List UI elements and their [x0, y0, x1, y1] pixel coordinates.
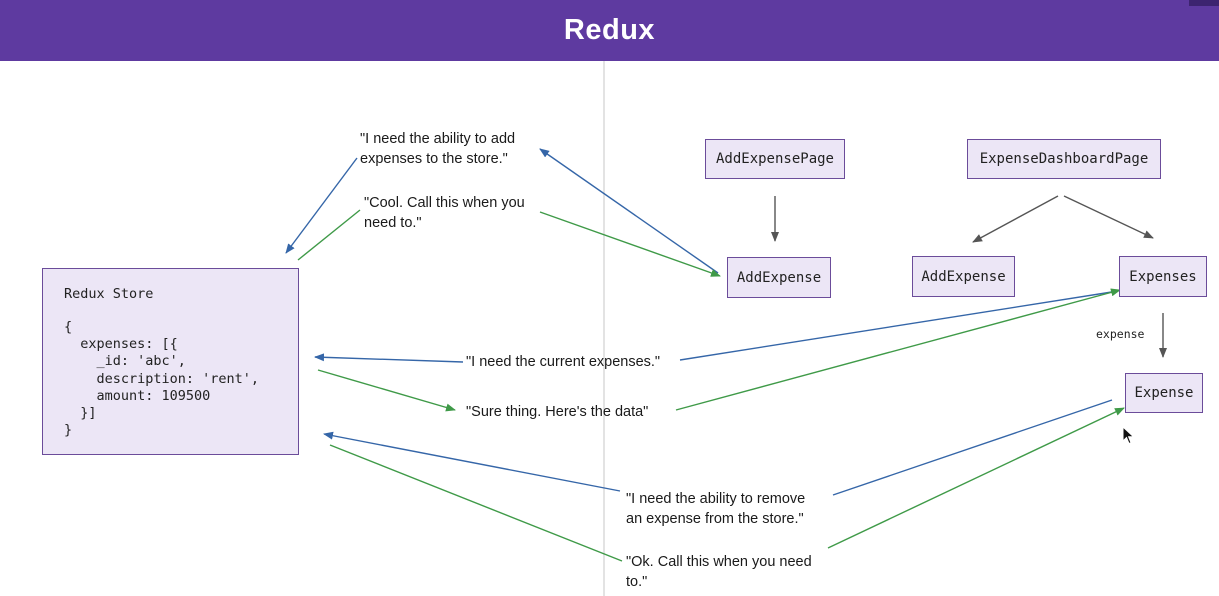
message-line: expenses to the store."	[360, 151, 508, 167]
tree-arrow-dashboard-to-expenses	[1063, 195, 1154, 239]
message-need-current: "I need the current expenses."	[466, 352, 660, 372]
redux-store-box: Redux Store { expenses: [{ _id: 'abc', d…	[42, 268, 299, 455]
arrow-request-remove-from-expense	[832, 399, 1113, 496]
arrow-ok-to-expense	[827, 407, 1125, 549]
message-ok: "Ok. Call this when you need to."	[626, 552, 812, 592]
code-line: {	[64, 319, 73, 335]
component-add-expense-page: AddExpensePage	[705, 139, 845, 179]
page-title: Redux	[563, 14, 656, 46]
component-expenses: Expenses	[1119, 256, 1207, 297]
code-line: expenses: [{	[64, 336, 178, 353]
header-bar: Redux	[0, 0, 1219, 61]
message-line: "I need the ability to add	[360, 131, 516, 147]
component-add-expense-right: AddExpense	[912, 256, 1015, 297]
center-divider	[603, 61, 605, 596]
code-line: _id: 'abc',	[64, 353, 186, 370]
message-line: "Ok. Call this when you need	[626, 554, 812, 570]
message-line: need to."	[364, 215, 422, 231]
store-state-code: { expenses: [{ _id: 'abc', description: …	[64, 319, 298, 439]
message-cool: "Cool. Call this when you need to."	[364, 193, 525, 233]
arrow-request-current-from-expenses	[679, 290, 1119, 361]
message-line: an expense from the store."	[626, 511, 804, 527]
code-line: }	[64, 422, 73, 439]
code-line: }]	[64, 405, 97, 422]
arrow-cool-from-store	[297, 209, 361, 261]
message-line: "I need the current expenses."	[466, 354, 661, 370]
message-need-remove: "I need the ability to remove an expense…	[626, 489, 805, 529]
arrow-sure-from-store	[317, 369, 456, 412]
arrow-request-add-to-store	[285, 157, 358, 254]
arrow-ok-from-store	[329, 444, 623, 562]
arrow-sure-to-expenses	[675, 288, 1121, 411]
tree-arrow-dashboard-to-addexpense	[972, 195, 1059, 243]
message-line: "Sure thing. Here's the data"	[466, 404, 649, 420]
message-line: "Cool. Call this when you	[364, 195, 525, 211]
header-corner-mark	[1189, 0, 1219, 6]
mouse-cursor-icon	[1122, 426, 1135, 445]
code-line: description: 'rent',	[64, 370, 260, 387]
message-line: to."	[626, 574, 648, 590]
edge-label-expense-prop: expense	[1096, 327, 1145, 341]
message-sure-thing: "Sure thing. Here's the data"	[466, 402, 648, 422]
arrow-cool-to-addexpense	[539, 211, 721, 277]
store-title: Redux Store	[64, 286, 154, 302]
message-need-add: "I need the ability to add expenses to t…	[360, 129, 515, 169]
code-line: amount: 109500	[64, 387, 211, 404]
component-expense: Expense	[1125, 373, 1203, 413]
component-add-expense-left: AddExpense	[727, 257, 831, 298]
message-line: "I need the ability to remove	[626, 491, 806, 507]
component-expense-dashboard-page: ExpenseDashboardPage	[967, 139, 1161, 179]
arrow-request-current-to-store	[314, 353, 464, 363]
arrow-request-add-from-addexpense	[539, 148, 719, 274]
arrow-request-remove-to-store	[323, 431, 621, 492]
